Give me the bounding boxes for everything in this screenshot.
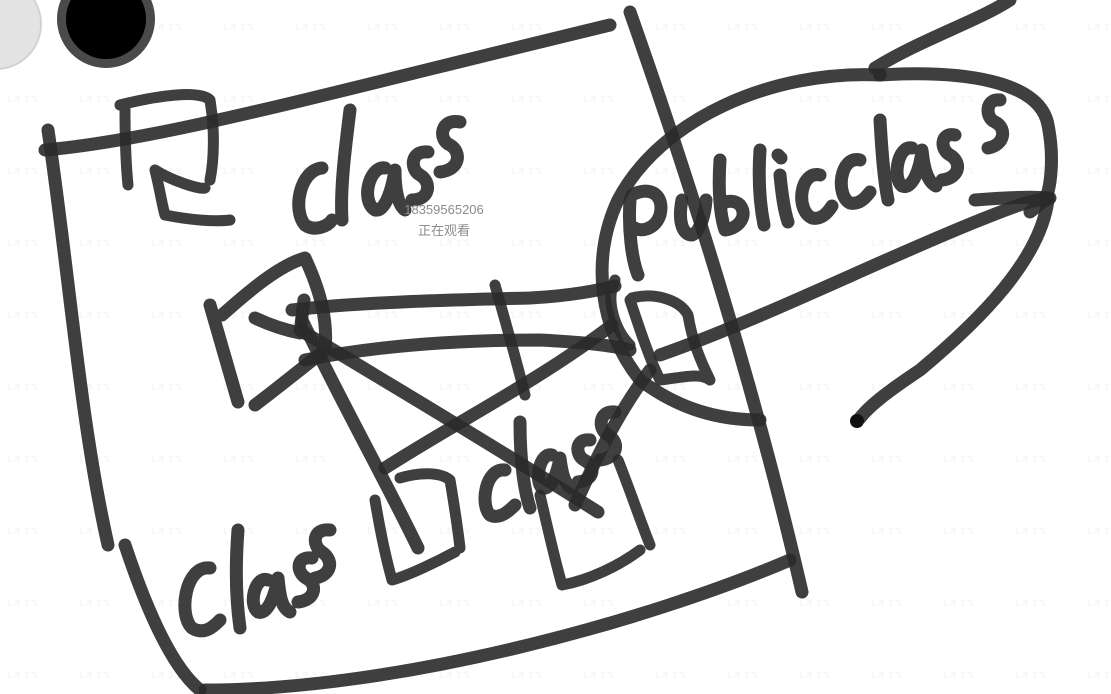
arrow-head [248, 293, 311, 340]
class-box-middle [203, 251, 333, 412]
class-icon-box-right [624, 290, 716, 386]
class-icon-box-bottom [369, 468, 466, 586]
viewer-id: 18359565206 [404, 202, 484, 217]
public-class-ellipse [595, 68, 887, 427]
return-curve [853, 193, 1055, 425]
viewer-badge: 18359565206 正在观看 [386, 199, 502, 241]
frame-top-stroke [38, 18, 617, 157]
frame-right-stroke [623, 5, 809, 599]
inheritance-arrow-line [295, 313, 425, 555]
pen-end-dot [850, 414, 864, 428]
class-text-top [292, 103, 467, 235]
public-class-text [623, 93, 1010, 282]
public-class-ellipse-right [873, 67, 1058, 207]
frame-left-stroke [41, 123, 115, 552]
realization-line [653, 191, 1057, 362]
class-text-bottom-left [178, 523, 337, 638]
class-icon-box-1 [114, 89, 236, 227]
top-right-line [868, 0, 1017, 75]
class-box-bottom-right [534, 454, 656, 591]
class-text-bottom-middle [478, 405, 622, 523]
public-class-loop [605, 274, 636, 351]
frame-bottom-left-stroke [118, 538, 207, 694]
inheritance-arrow-line-2 [293, 323, 605, 519]
frame-bottom-stroke [198, 553, 797, 694]
dependency-line [378, 318, 619, 475]
viewer-status: 正在观看 [417, 223, 470, 238]
